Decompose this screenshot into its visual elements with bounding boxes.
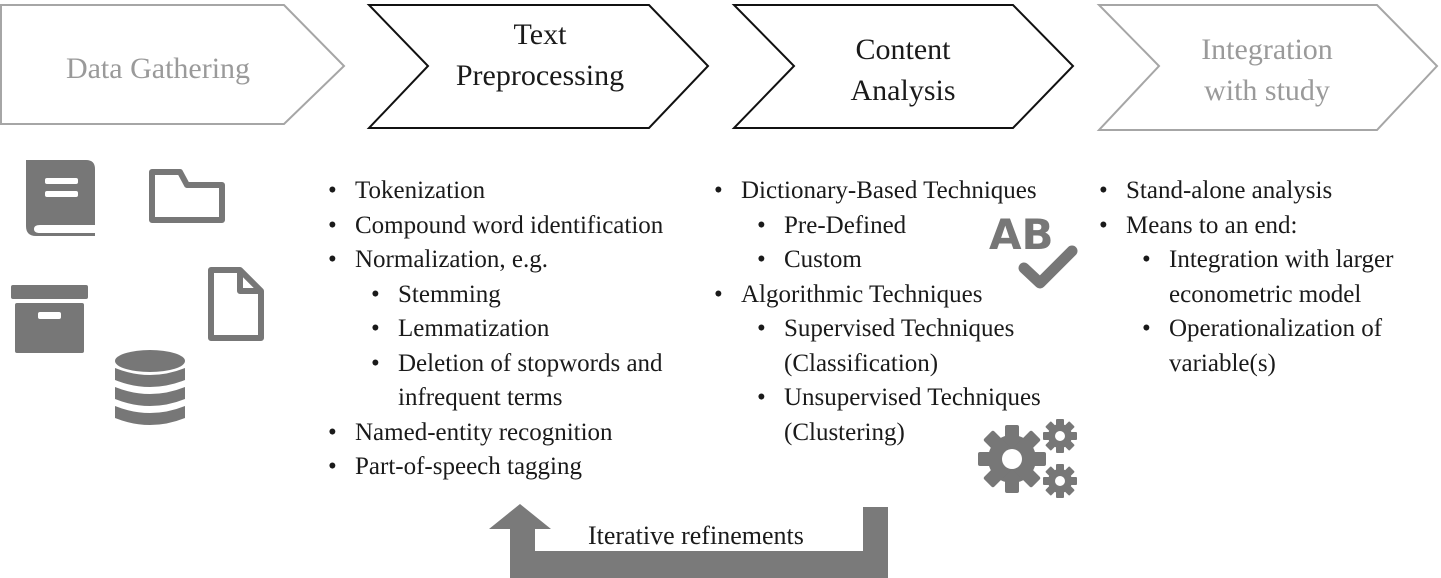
list-item: Tokenization (326, 174, 716, 209)
step-chevron-integration (1096, 4, 1439, 131)
means-sublist: Integration with larger econometric mode… (1097, 243, 1437, 381)
list-item: Algorithmic Techniques (712, 278, 1092, 313)
list-item: Operationalization of variable(s) (1140, 312, 1434, 381)
book-icon (26, 160, 95, 236)
step-chevron-content-analysis (731, 4, 1075, 129)
list-item: Means to an end: (1097, 209, 1437, 244)
list-item: Part-of-speech tagging (326, 450, 716, 485)
list-item: Stemming (369, 278, 716, 313)
step-label-text-preprocessing-line1: Text (514, 18, 568, 51)
step-label-content-analysis-line1: Content (856, 33, 952, 66)
list-item: Stand-alone analysis (1097, 174, 1437, 209)
step-chevron-data-gathering (0, 4, 346, 125)
preprocessing-list: Tokenization Compound word identificatio… (326, 174, 716, 485)
archive-box-icon (11, 285, 88, 353)
normalization-sublist: Stemming Lemmatization Deletion of stopw… (326, 278, 716, 416)
document-icon (208, 267, 264, 341)
list-item: Lemmatization (369, 312, 716, 347)
database-icon (115, 350, 185, 425)
list-item: Custom (755, 243, 1092, 278)
dictionary-sublist: Pre-Defined Custom (712, 209, 1092, 278)
list-item: Compound word identification (326, 209, 716, 244)
list-item: Normalization, e.g. (326, 243, 716, 278)
feedback-arrow (489, 504, 888, 578)
list-item: Supervised Techniques (Classification) (755, 312, 1069, 381)
integration-list: Stand-alone analysis Means to an end: In… (1097, 174, 1437, 381)
step-label-text-preprocessing-line2: Preprocessing (456, 59, 624, 92)
list-item: Named-entity recognition (326, 416, 716, 451)
list-item: Dictionary-Based Techniques (712, 174, 1092, 209)
folder-icon (149, 169, 225, 223)
list-item: Unsupervised Techniques (Clustering) (755, 381, 1084, 450)
step-label-content-analysis-line2: Analysis (851, 74, 956, 107)
list-item: Deletion of stopwords and infrequent ter… (369, 347, 688, 416)
list-item: Integration with larger econometric mode… (1140, 243, 1434, 312)
feedback-label: Iterative refinements (588, 521, 804, 550)
step-chevron-text-preprocessing (366, 4, 710, 129)
step-label-data-gathering: Data Gathering (66, 52, 250, 85)
content-analysis-list: Dictionary-Based Techniques Pre-Defined … (712, 174, 1092, 450)
step-label-integration-line2: with study (1204, 74, 1330, 107)
algorithmic-sublist: Supervised Techniques (Classification) U… (712, 312, 1092, 450)
step-label-integration-line1: Integration (1201, 33, 1333, 66)
list-item: Pre-Defined (755, 209, 1092, 244)
